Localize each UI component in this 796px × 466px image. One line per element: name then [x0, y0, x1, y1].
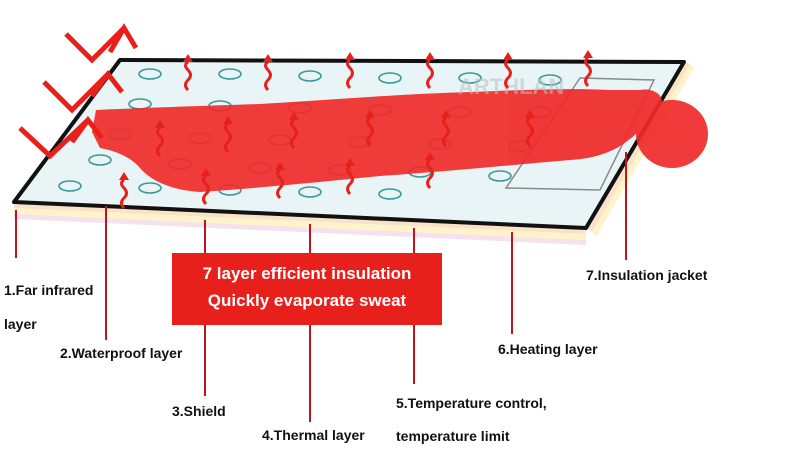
heat-wave-arrow	[583, 50, 593, 88]
heat-wave-arrow	[441, 110, 451, 148]
heat-wave-arrow	[425, 152, 435, 190]
label-insulation-jacket: 7.Insulation jacket	[586, 267, 708, 283]
dot-ring	[218, 68, 242, 80]
dot-ring	[298, 186, 322, 198]
label-far-infrared-line2: layer	[4, 316, 37, 332]
dot-ring	[138, 68, 162, 80]
heat-wave-arrow	[155, 120, 165, 158]
heat-wave-arrow	[263, 54, 273, 92]
dot-ring	[538, 74, 562, 86]
heat-wave-arrow	[119, 172, 129, 210]
heat-wave-arrow	[503, 52, 513, 90]
heat-wave-arrow	[425, 52, 435, 90]
heat-wave-arrow	[289, 112, 299, 150]
heat-wave-arrow	[275, 162, 285, 200]
body-silhouette	[92, 89, 708, 192]
label-thermal-layer: 4.Thermal layer	[262, 427, 365, 443]
dot-ring	[378, 188, 402, 200]
banner-line-1: 7 layer efficient insulation	[202, 264, 412, 283]
heat-wave-arrow	[345, 52, 355, 90]
heat-wave-arrow	[201, 168, 211, 206]
heat-wave-arrow	[525, 110, 535, 148]
banner-line-2: Quickly evaporate sweat	[207, 291, 407, 310]
dot-ring	[458, 72, 482, 84]
label-temperature-control-line2: temperature limit	[396, 428, 510, 444]
label-heating-layer: 6.Heating layer	[498, 341, 598, 357]
heat-wave-arrow	[223, 116, 233, 154]
dot-ring	[58, 180, 82, 192]
dot-ring	[88, 154, 112, 166]
label-far-infrared-line1: 1.Far infrared	[4, 282, 94, 298]
dot-ring	[298, 70, 322, 82]
heat-wave-arrow	[365, 110, 375, 148]
label-waterproof-layer: 2.Waterproof layer	[60, 345, 183, 361]
heat-wave-arrow	[183, 54, 193, 92]
dot-ring	[378, 72, 402, 84]
watermark-text: ARTHLAN	[458, 74, 564, 99]
heat-wave-arrow	[345, 158, 355, 196]
label-temperature-control-line1: 5.Temperature control,	[396, 395, 547, 411]
dot-ring	[138, 182, 162, 194]
far-infrared-chevrons	[18, 23, 139, 160]
heat-wave-arrows	[119, 50, 593, 210]
dot-ring	[488, 170, 512, 182]
banner-box: 7 layer efficient insulation Quickly eva…	[172, 253, 442, 325]
label-shield: 3.Shield	[172, 403, 226, 419]
